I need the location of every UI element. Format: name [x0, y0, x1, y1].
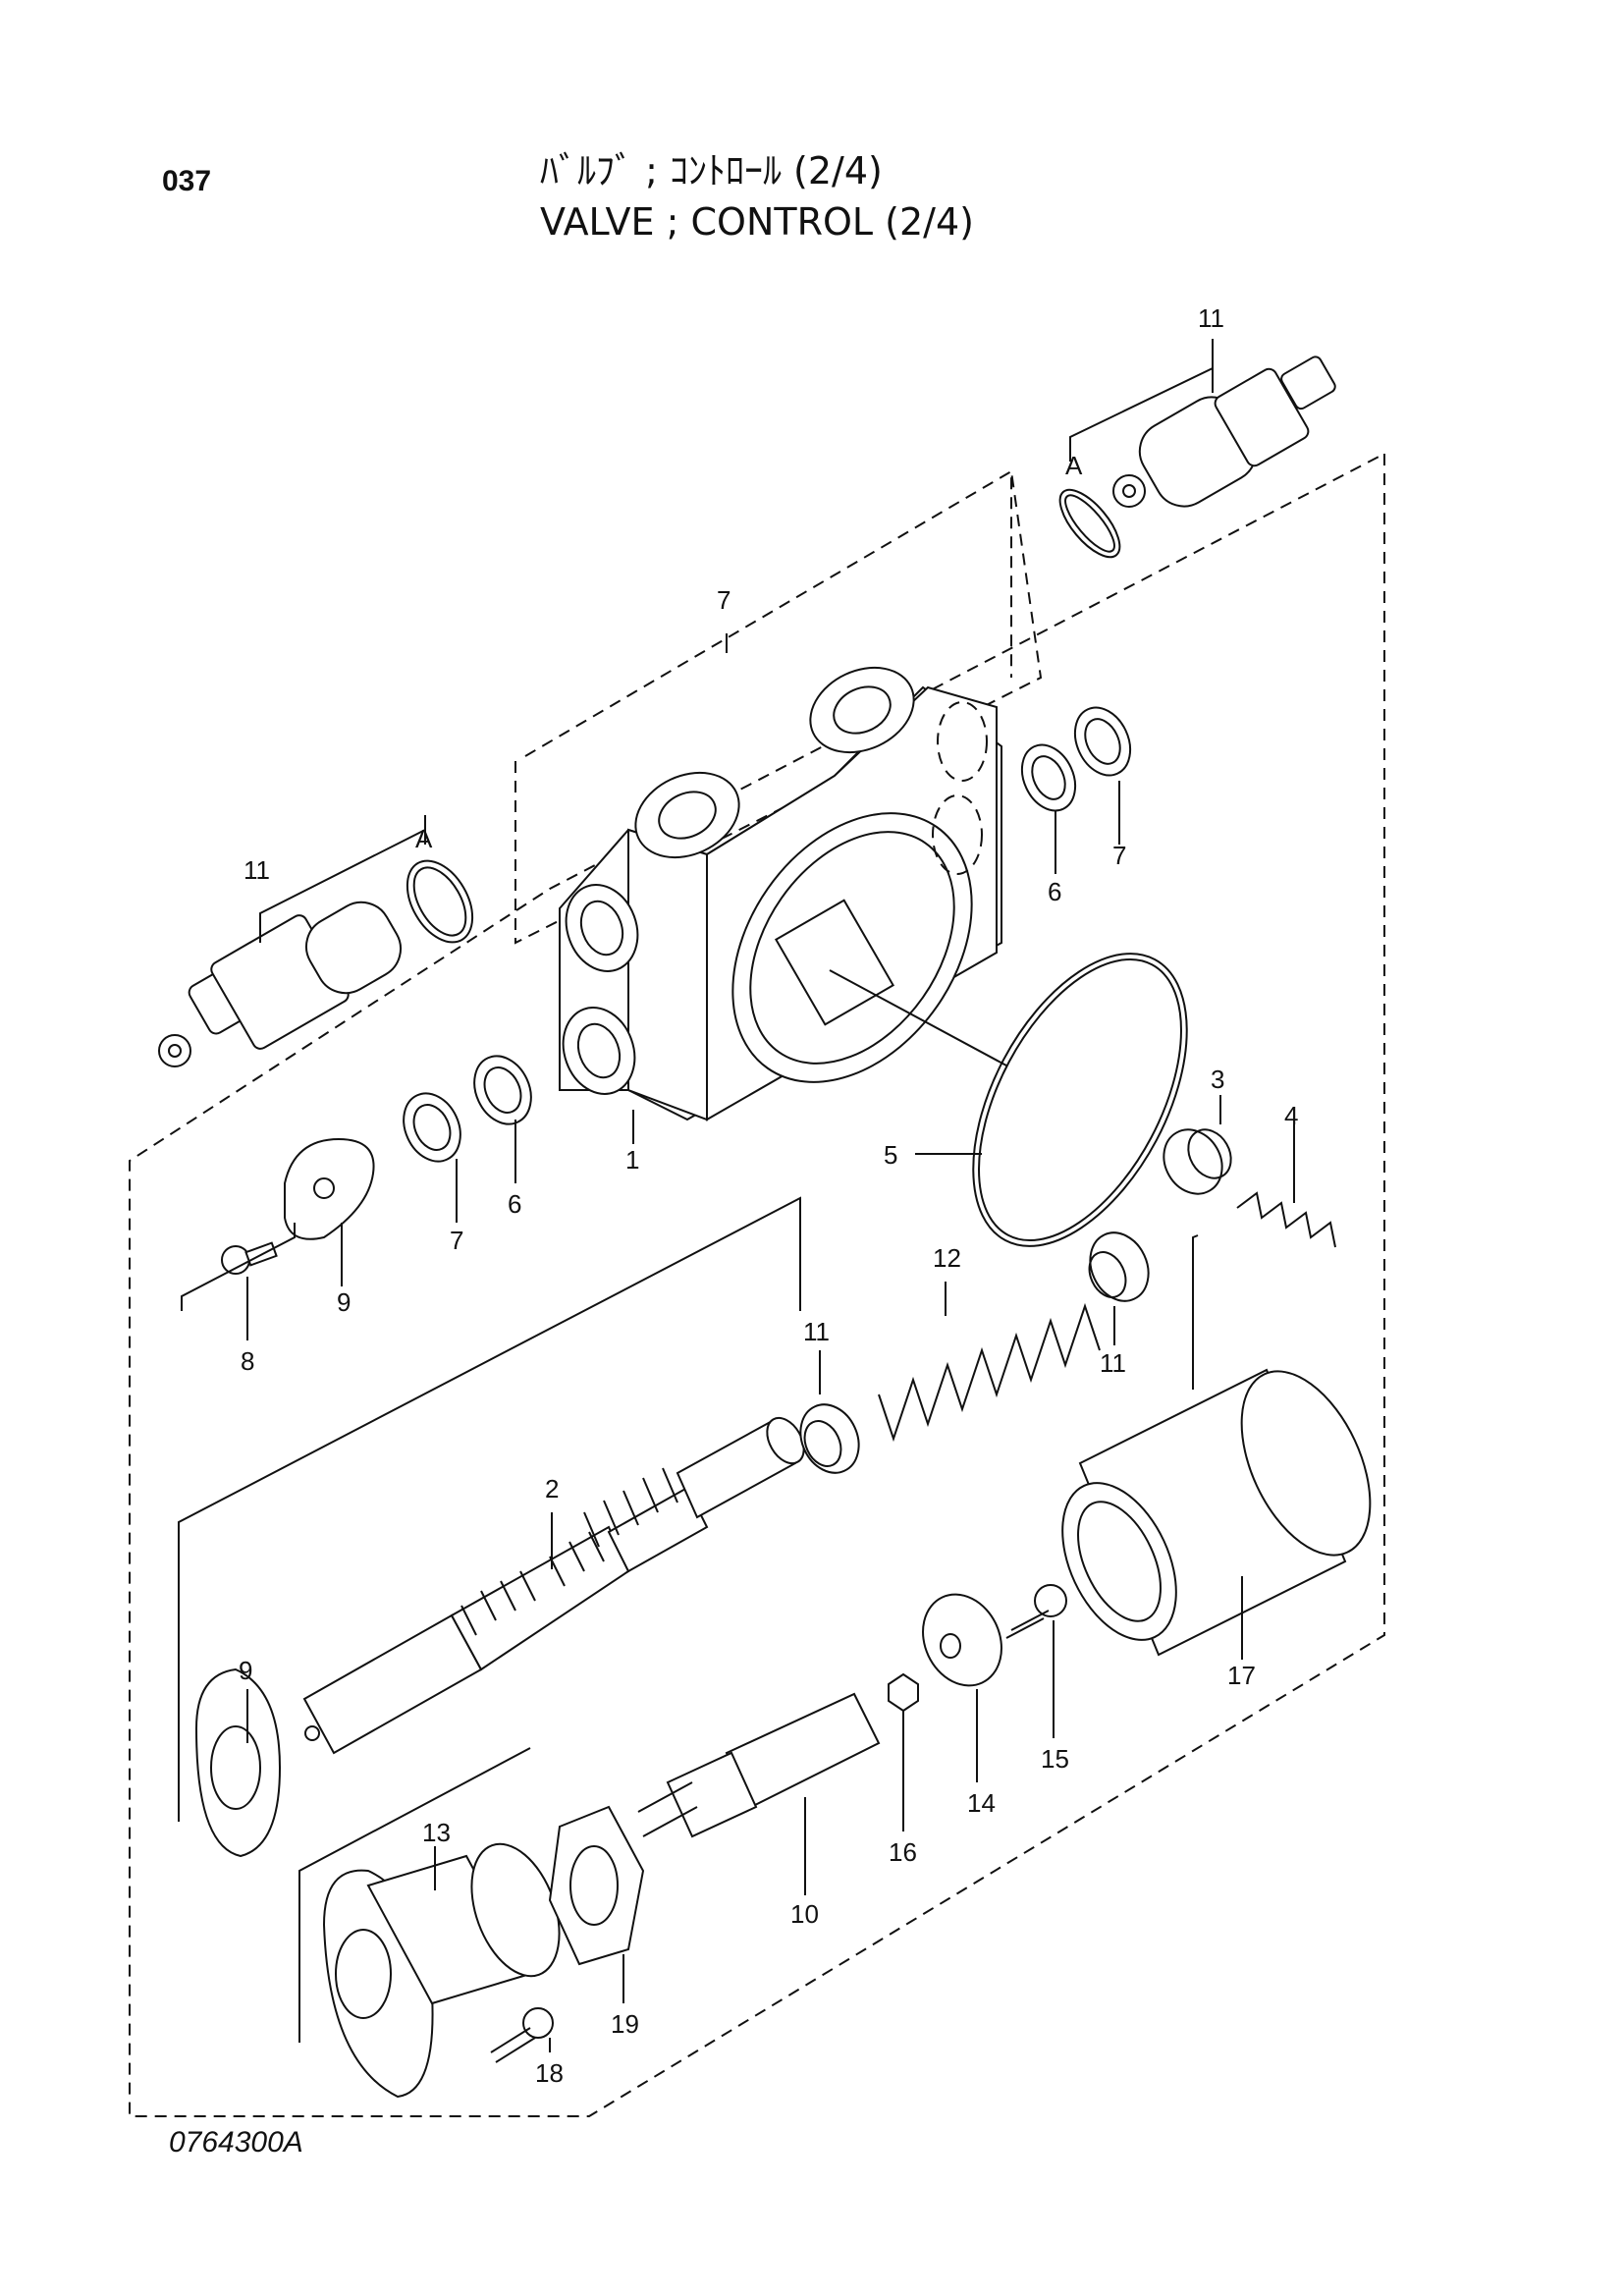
callout-13: 13: [422, 1818, 451, 1847]
relief-valve-left: [158, 901, 402, 1067]
spring-seat-11-a: [799, 1403, 860, 1474]
callout-a-top: A: [1065, 451, 1083, 480]
screw-18: [490, 2007, 554, 2063]
callout-16: 16: [889, 1837, 917, 1867]
callout-8: 8: [241, 1346, 254, 1376]
flange-plate-9-top: [284, 1137, 375, 1240]
page-number: 037: [162, 165, 212, 197]
callout-labels: 11 A 7 11 A 6 7 1 5 3 4 6 7 9 8 12 11 11…: [239, 303, 1298, 2088]
cap-17: [1061, 1368, 1372, 1657]
callout-10: 10: [790, 1899, 819, 1929]
stopper-14: [922, 1593, 1002, 1687]
callout-11-left: 11: [243, 855, 270, 885]
callout-11-seat-a: 11: [803, 1317, 830, 1346]
lock-nut-19: [548, 1805, 645, 1966]
flange-plate-9-bottom: [194, 1667, 282, 1858]
callout-4: 4: [1284, 1101, 1298, 1130]
callout-9-bottom: 9: [239, 1656, 252, 1685]
screw-8: [221, 1241, 278, 1275]
callout-12: 12: [933, 1243, 961, 1273]
title-english: VALVE ; CONTROL (2/4): [540, 200, 974, 244]
adjusting-screw-10: [637, 1692, 881, 1838]
check-valve-3: [1163, 1128, 1232, 1195]
title-japanese: ﾊﾞﾙﾌﾞ ; ｺﾝﾄﾛｰﾙ (2/4): [540, 149, 883, 192]
seal-cap-7-left: [403, 1092, 461, 1163]
callout-5: 5: [884, 1140, 897, 1170]
callout-9-top: 9: [337, 1287, 351, 1317]
screw-15: [1005, 1584, 1067, 1639]
seal-cap-7-right: [1073, 706, 1132, 777]
callout-7-top: 7: [717, 585, 730, 615]
callout-11-seat-b: 11: [1100, 1348, 1126, 1378]
seal-ring-6-right: [1020, 743, 1077, 812]
callout-2: 2: [545, 1474, 559, 1503]
title-block: ﾊﾞﾙﾌﾞ ; ｺﾝﾄﾛｰﾙ (2/4) VALVE ; CONTROL (2/…: [540, 145, 974, 247]
drawing-code: 0764300A: [169, 2126, 303, 2159]
o-ring-a-left: [406, 859, 474, 944]
relief-valve-top-right: [1112, 355, 1336, 508]
callout-3: 3: [1211, 1065, 1224, 1094]
leader-lines: [178, 339, 1295, 2052]
o-ring-a-top: [1058, 488, 1121, 559]
spool-2: [302, 1416, 805, 1755]
callout-7-left: 7: [450, 1226, 463, 1255]
valve-housing: [559, 666, 1002, 1121]
callout-11-top: 11: [1198, 303, 1224, 333]
callout-14: 14: [967, 1788, 996, 1818]
callout-6-right: 6: [1048, 877, 1061, 906]
seal-ring-6-left: [473, 1055, 532, 1125]
o-ring-5: [972, 953, 1188, 1247]
assembly-boundary: [129, 453, 1385, 2117]
callout-18: 18: [535, 2058, 564, 2088]
callout-6-left: 6: [508, 1189, 521, 1219]
spring-12: [878, 1302, 1101, 1443]
callout-1: 1: [625, 1145, 639, 1175]
callout-19: 19: [611, 2009, 639, 2039]
spring-4: [1236, 1191, 1336, 1248]
nut-16: [888, 1672, 919, 1713]
cover-13: [322, 1842, 561, 2099]
callout-7-right: 7: [1112, 841, 1126, 870]
callout-17: 17: [1227, 1661, 1256, 1690]
spring-seat-11-b: [1088, 1231, 1150, 1302]
callout-15: 15: [1041, 1744, 1069, 1774]
callout-a-left: A: [415, 824, 433, 853]
